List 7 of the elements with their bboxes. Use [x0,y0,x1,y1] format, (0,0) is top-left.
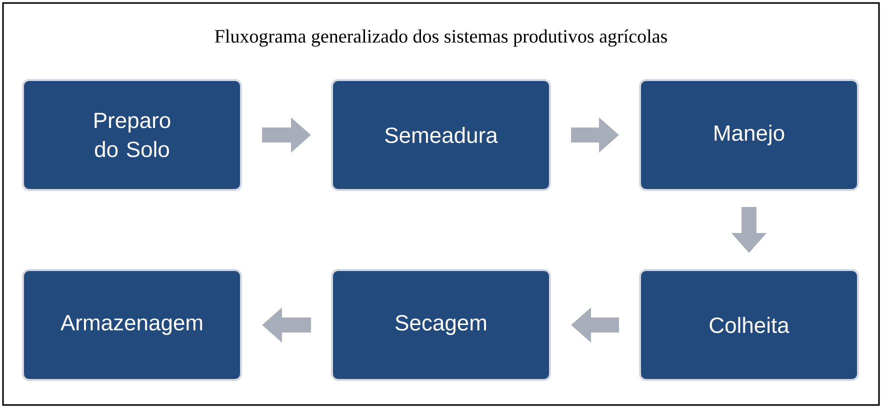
process-box: Secagem [331,269,551,381]
process-box: Preparo do Solo [22,79,242,191]
process-box: Armazenagem [22,269,242,381]
process-box: Colheita [639,269,859,381]
title: Fluxograma generalizado dos sistemas produtivos agrícolas [214,29,667,47]
process-box: Semeadura [331,79,551,191]
process-box: Manejo [639,79,859,191]
